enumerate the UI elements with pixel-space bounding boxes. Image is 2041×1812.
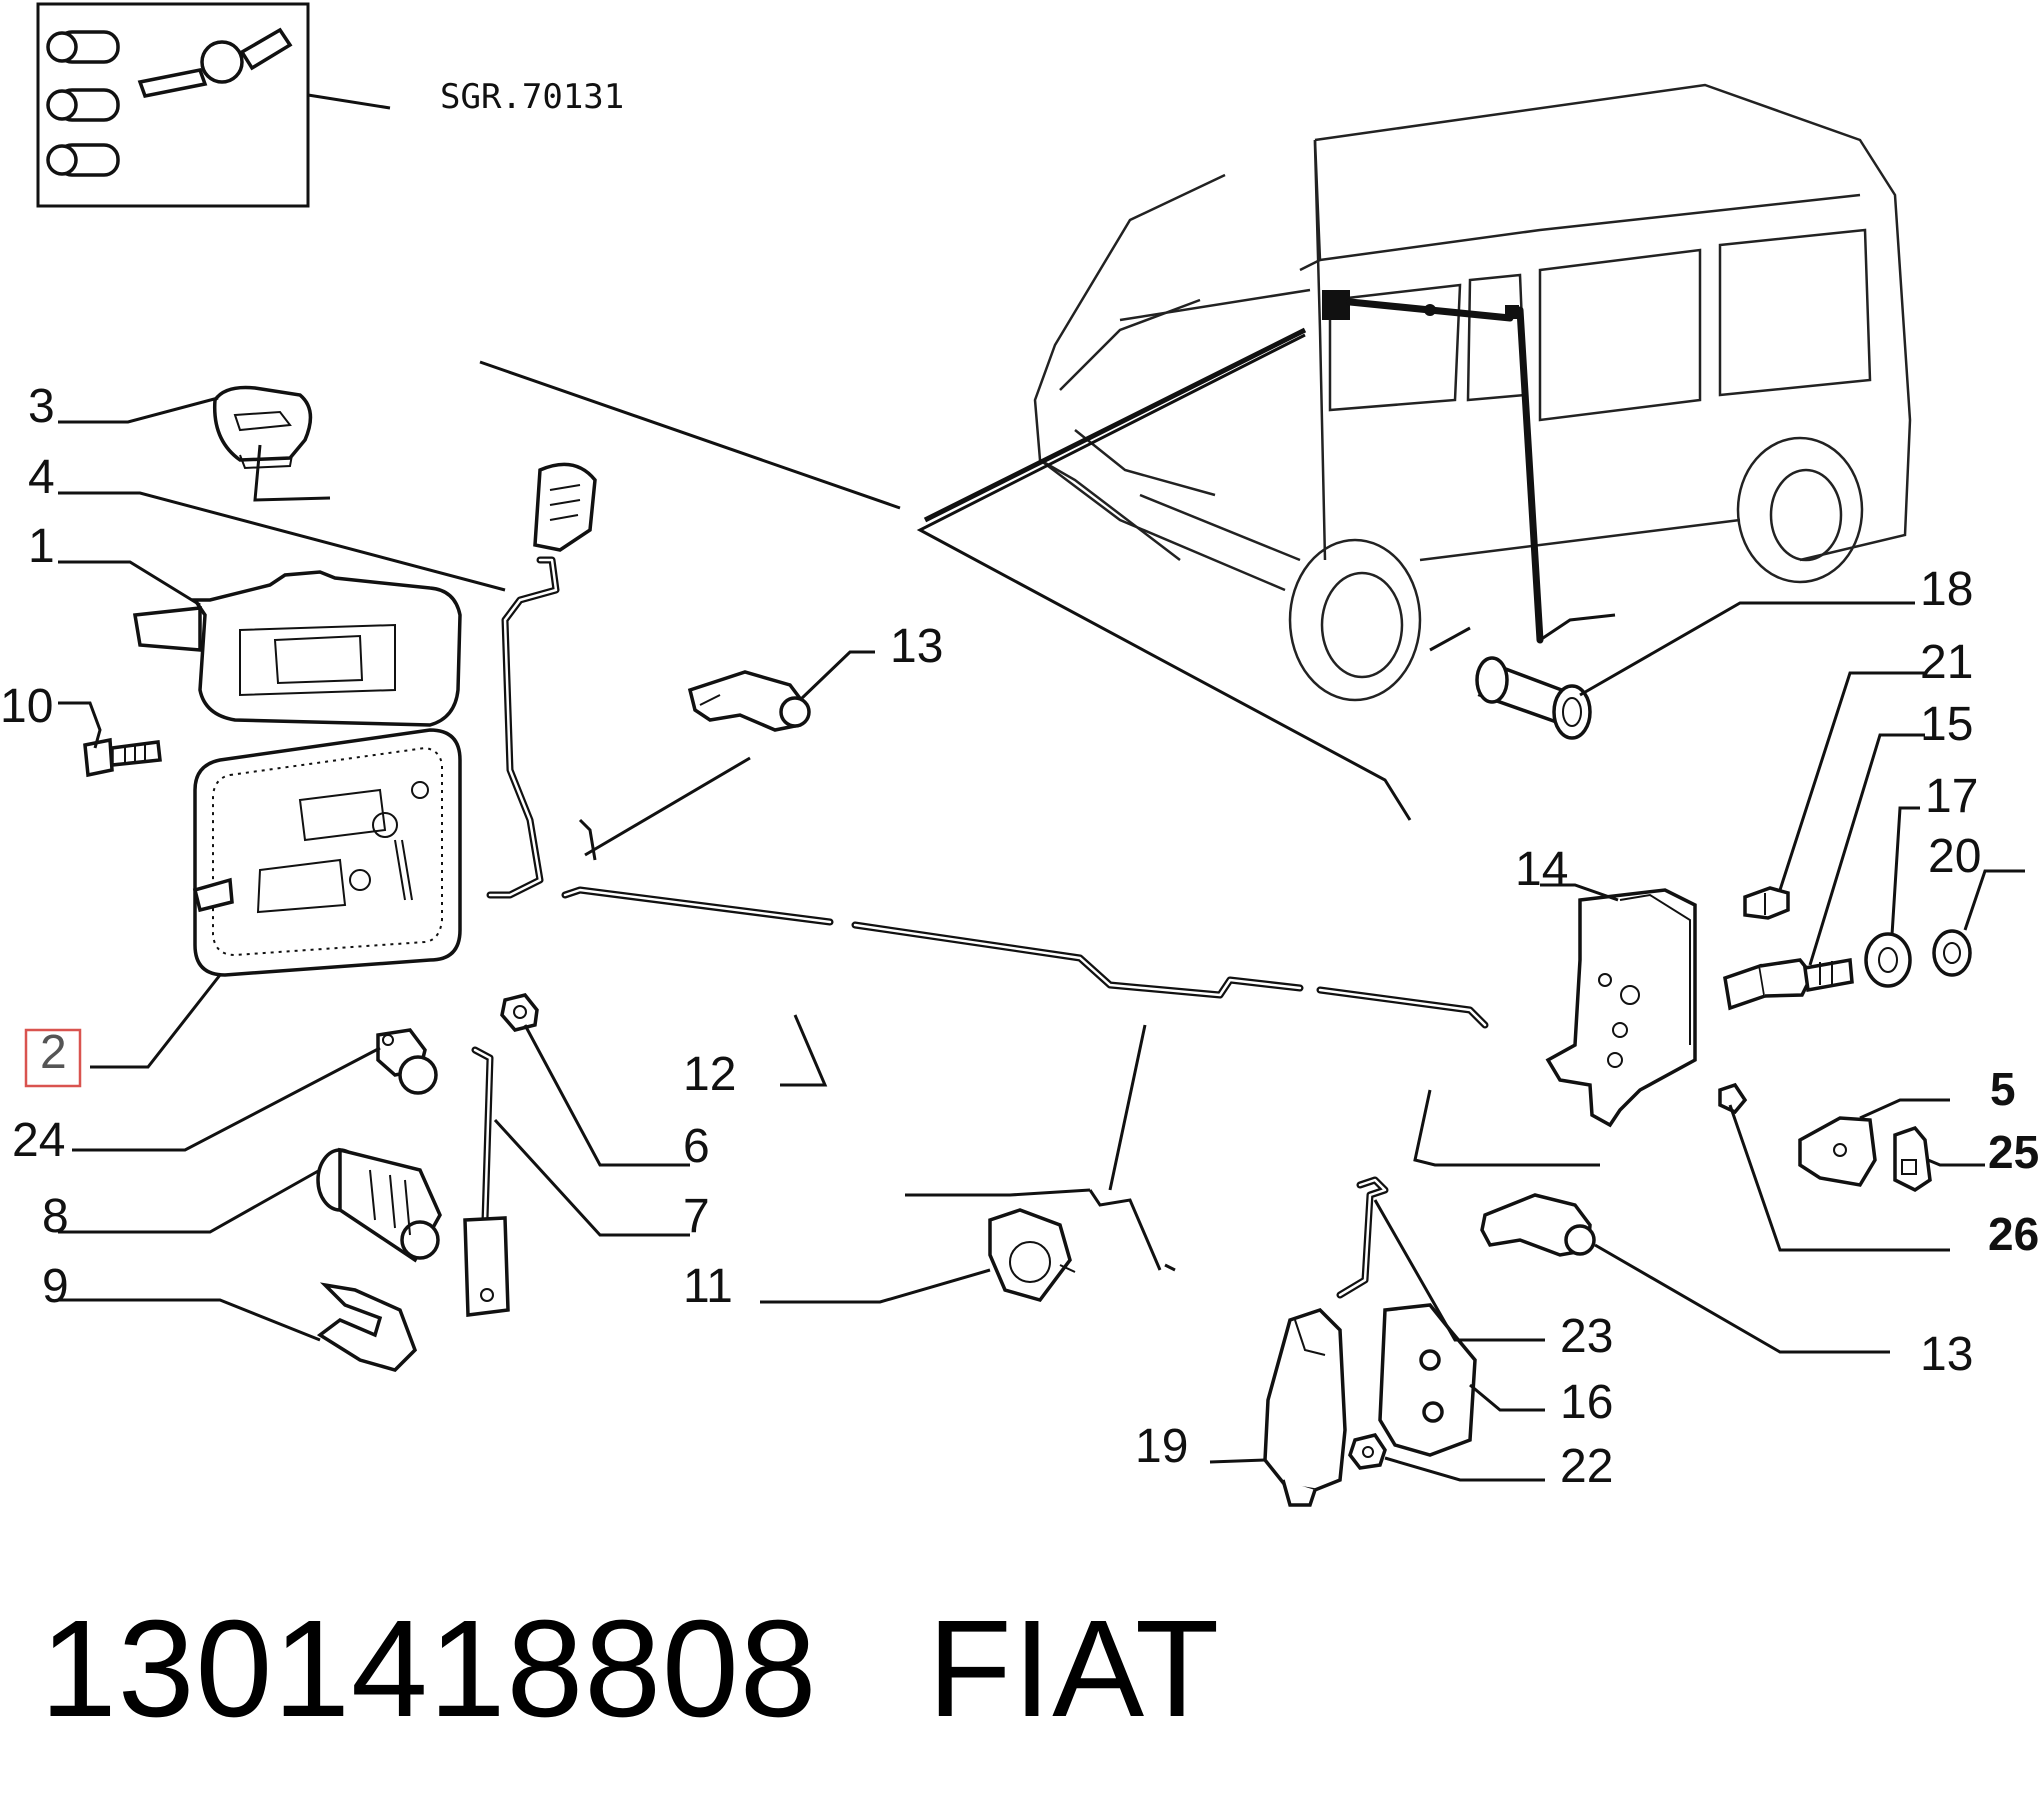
callout-5[interactable]: 5 [1990,1063,2016,1115]
part-15-stud [1723,957,1854,1011]
callout-23[interactable]: 23 [1560,1310,1613,1363]
part-10-bolt [83,737,162,778]
part-2-door-handle [192,728,462,977]
part-19-actuator [1263,1307,1347,1507]
part-3-cap [212,385,313,470]
van-illustration [479,83,1912,821]
callout-18[interactable]: 18 [1920,563,1973,616]
part-4-rod [486,462,597,899]
part-14-hinge-bracket [1545,888,1697,1128]
callout-22[interactable]: 22 [1560,1440,1613,1493]
callout-25[interactable]: 25 [1988,1126,2039,1178]
key-icon [137,27,293,99]
callout-24[interactable]: 24 [12,1114,65,1167]
part-12-rod [561,886,1489,1029]
brand-name: FIAT [927,1592,1221,1746]
part-24-clip [376,1028,438,1095]
callout-10[interactable]: 10 [0,680,53,733]
part-6-nut [500,993,539,1032]
part-20-washer [1932,929,1972,977]
callout-26[interactable]: 26 [1988,1208,2039,1260]
callout-8[interactable]: 8 [42,1190,69,1243]
part-7-link [463,1046,510,1317]
inset-reference: SGR.70131 [440,77,624,117]
callout-1[interactable]: 1 [28,520,55,573]
callout-13-lower[interactable]: 13 [1920,1328,1973,1381]
selected-callout-highlight [24,1028,82,1088]
part-number-footer: 1301418808 FIAT [40,1590,1220,1749]
callout-17[interactable]: 17 [1925,770,1978,823]
callout-2[interactable]: 2 [40,1026,67,1079]
part-16-plate [1378,1303,1477,1457]
part-17-washer [1864,932,1912,988]
part-13-upper-clip [687,670,811,732]
part-8-lock-barrel [316,1147,442,1263]
van-door-mechanism-icon [1322,290,1544,644]
part-5-striker [1798,1116,1877,1187]
key-set-inset: SGR.70131 [36,2,624,208]
lock-cylinder-icon [46,30,120,177]
part-22-nut [1348,1433,1387,1470]
callout-14[interactable]: 14 [1515,843,1568,896]
callout-labels: 3 4 1 10 2 24 8 9 6 7 12 11 13 18 14 21 … [0,380,2039,1493]
callout-21[interactable]: 21 [1920,636,1973,689]
callout-12[interactable]: 12 [683,1048,736,1101]
part-18-sleeve [1475,656,1592,740]
part-23-rod [1336,1176,1389,1299]
part-21-small-bolt [1743,886,1790,920]
part-25-plate [1893,1125,1932,1193]
callout-16[interactable]: 16 [1560,1376,1613,1429]
callout-13-upper[interactable]: 13 [890,620,943,673]
callout-20[interactable]: 20 [1928,830,1981,883]
callout-4[interactable]: 4 [28,451,55,504]
leader-lines [58,396,2025,1482]
part-1-handle-housing [132,570,462,727]
callout-15[interactable]: 15 [1920,698,1973,751]
part-26-screw [1718,1082,1748,1115]
part-11-guide [988,1208,1076,1303]
part-13-lower-clip [1480,1193,1596,1257]
callout-6[interactable]: 6 [683,1120,710,1173]
callout-19[interactable]: 19 [1135,1420,1188,1473]
callout-7[interactable]: 7 [683,1190,710,1243]
callout-9[interactable]: 9 [42,1260,69,1313]
callout-11[interactable]: 11 [683,1260,733,1313]
part-9-spring-clip [316,1282,418,1372]
callout-3[interactable]: 3 [28,380,55,433]
part-number: 1301418808 [40,1592,818,1746]
